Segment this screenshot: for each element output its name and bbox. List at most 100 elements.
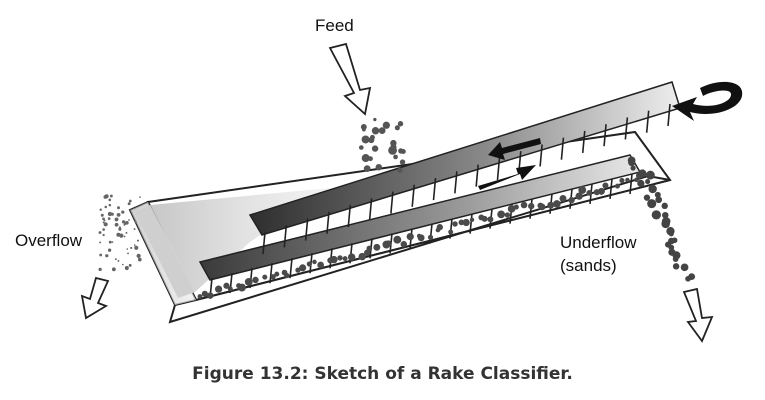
rake-tine — [304, 218, 309, 241]
underflow-particle — [630, 165, 636, 171]
underflow-particle — [655, 196, 663, 204]
overflow-arrow-icon — [80, 276, 110, 320]
return-arrow-icon — [488, 138, 541, 160]
underflow-particles — [627, 156, 696, 282]
sand-particle — [568, 196, 575, 204]
feed-particle — [399, 159, 406, 165]
sand-particle — [237, 283, 246, 292]
sand-particle — [393, 235, 402, 244]
feed-particle — [397, 121, 404, 127]
rake-tine — [539, 144, 543, 167]
sand-particle — [197, 294, 203, 299]
underflow-particle — [654, 191, 661, 198]
rake-tine — [667, 103, 671, 127]
sand-particle — [469, 217, 475, 222]
feed-particle — [400, 149, 406, 155]
rake-tine — [390, 191, 394, 214]
rake-tine — [560, 137, 565, 160]
feed-particle — [369, 134, 375, 140]
sand-particle — [373, 243, 381, 251]
overflow-particle — [111, 267, 116, 272]
overflow-particle — [121, 263, 124, 266]
sand-particle — [504, 212, 511, 218]
overflow-particle — [107, 217, 111, 220]
overflow-label: Overflow — [15, 231, 83, 250]
underflow-particle — [645, 179, 651, 185]
overflow-particle — [127, 202, 131, 206]
sand-particle — [436, 224, 443, 231]
overflow-particle — [114, 222, 119, 227]
overflow-particle — [117, 259, 120, 262]
sand-particle — [614, 183, 620, 189]
overflow-particles — [98, 194, 142, 272]
rake-tine — [624, 117, 629, 140]
overflow-particle — [116, 212, 121, 217]
sand-particle — [553, 200, 561, 208]
sand-particle — [385, 240, 392, 247]
rake-tine — [326, 211, 330, 234]
overflow-particle — [133, 228, 136, 231]
rake-tine — [469, 213, 473, 234]
sand-particle — [619, 177, 625, 184]
overflow-particle — [121, 210, 125, 214]
overflow-particle — [125, 220, 129, 225]
sand-particle — [312, 259, 317, 265]
feed-particle — [371, 145, 379, 152]
overflow-particle — [114, 258, 117, 261]
underflow-particle — [638, 169, 647, 178]
overflow-particle — [99, 253, 103, 257]
overflow-particle — [114, 217, 119, 222]
rake-tine — [496, 157, 501, 180]
sand-particle — [462, 218, 470, 227]
sand-particle — [366, 245, 373, 252]
sand-particle — [417, 234, 425, 242]
sand-particle — [270, 274, 276, 280]
underflow-particle — [643, 194, 651, 201]
feed-particle — [375, 163, 382, 171]
underflow-particle — [661, 219, 670, 229]
rake-tine — [283, 225, 288, 248]
sand-particle — [400, 240, 408, 248]
rake-tine — [449, 218, 453, 239]
feed-particle — [361, 127, 366, 132]
sand-particle — [448, 229, 454, 235]
sand-particle — [487, 216, 494, 223]
feed-particle — [397, 167, 403, 173]
overflow-particle — [102, 228, 105, 231]
feed-particle — [390, 143, 397, 151]
overflow-particle — [136, 253, 141, 259]
rake-direction-arrows — [478, 138, 541, 190]
rake-tine — [454, 171, 458, 194]
feed-particles — [358, 117, 406, 173]
feed-particle — [361, 135, 370, 144]
feed-particle — [371, 127, 380, 135]
sand-particle — [306, 261, 312, 267]
underflow-particle — [645, 170, 655, 180]
sand-particle — [299, 264, 307, 272]
sand-particle — [602, 182, 609, 189]
rake-tine — [347, 204, 352, 228]
overflow-particle — [108, 203, 112, 207]
underflow-particle — [672, 256, 679, 263]
sand-particle — [597, 187, 605, 195]
overflow-particle — [103, 222, 108, 227]
sand-particle — [206, 292, 214, 299]
sand-particle — [481, 215, 488, 222]
overflow-particle — [104, 205, 108, 209]
sand-particle — [252, 276, 259, 284]
sand-particle — [244, 277, 253, 286]
rake-tine — [432, 178, 437, 201]
upper-rake-tines — [262, 103, 671, 255]
overflow-particle — [128, 199, 132, 203]
overflow-particle — [108, 198, 112, 202]
underflow-particle — [647, 199, 657, 209]
overflow-particle — [102, 217, 105, 221]
underflow-particle — [637, 179, 645, 187]
rake-tine — [629, 173, 633, 195]
sand-particle — [427, 234, 434, 241]
figure-caption: Figure 13.2: Sketch of a Rake Classifier… — [192, 364, 573, 384]
rake-tine — [609, 178, 613, 200]
overflow-particle — [128, 219, 130, 221]
underflow-label: Underflow — [560, 233, 637, 252]
sand-particle — [337, 255, 343, 261]
